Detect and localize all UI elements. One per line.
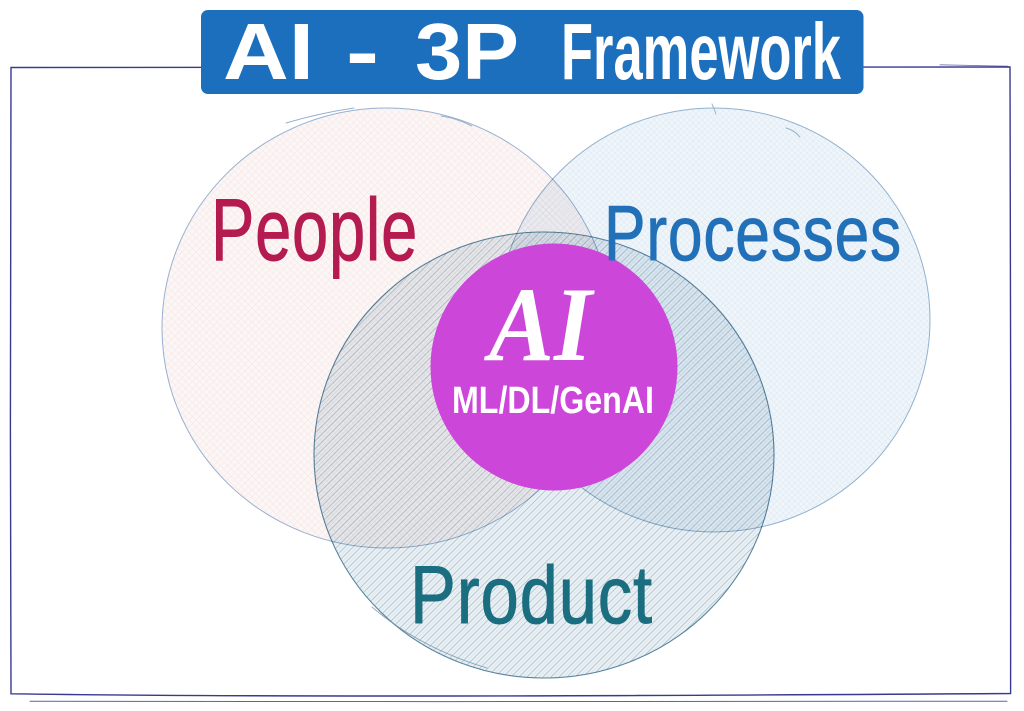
- svg-text:-: -: [346, 7, 379, 96]
- svg-text:AI: AI: [483, 266, 595, 383]
- svg-text:Framework: Framework: [561, 7, 841, 96]
- svg-text:ML/DL/GenAI: ML/DL/GenAI: [452, 380, 654, 422]
- svg-text:3P: 3P: [415, 7, 519, 96]
- svg-text:AI: AI: [223, 7, 314, 96]
- svg-text:Processes: Processes: [604, 189, 902, 277]
- svg-text:People: People: [211, 180, 418, 279]
- svg-text:Product: Product: [410, 550, 653, 641]
